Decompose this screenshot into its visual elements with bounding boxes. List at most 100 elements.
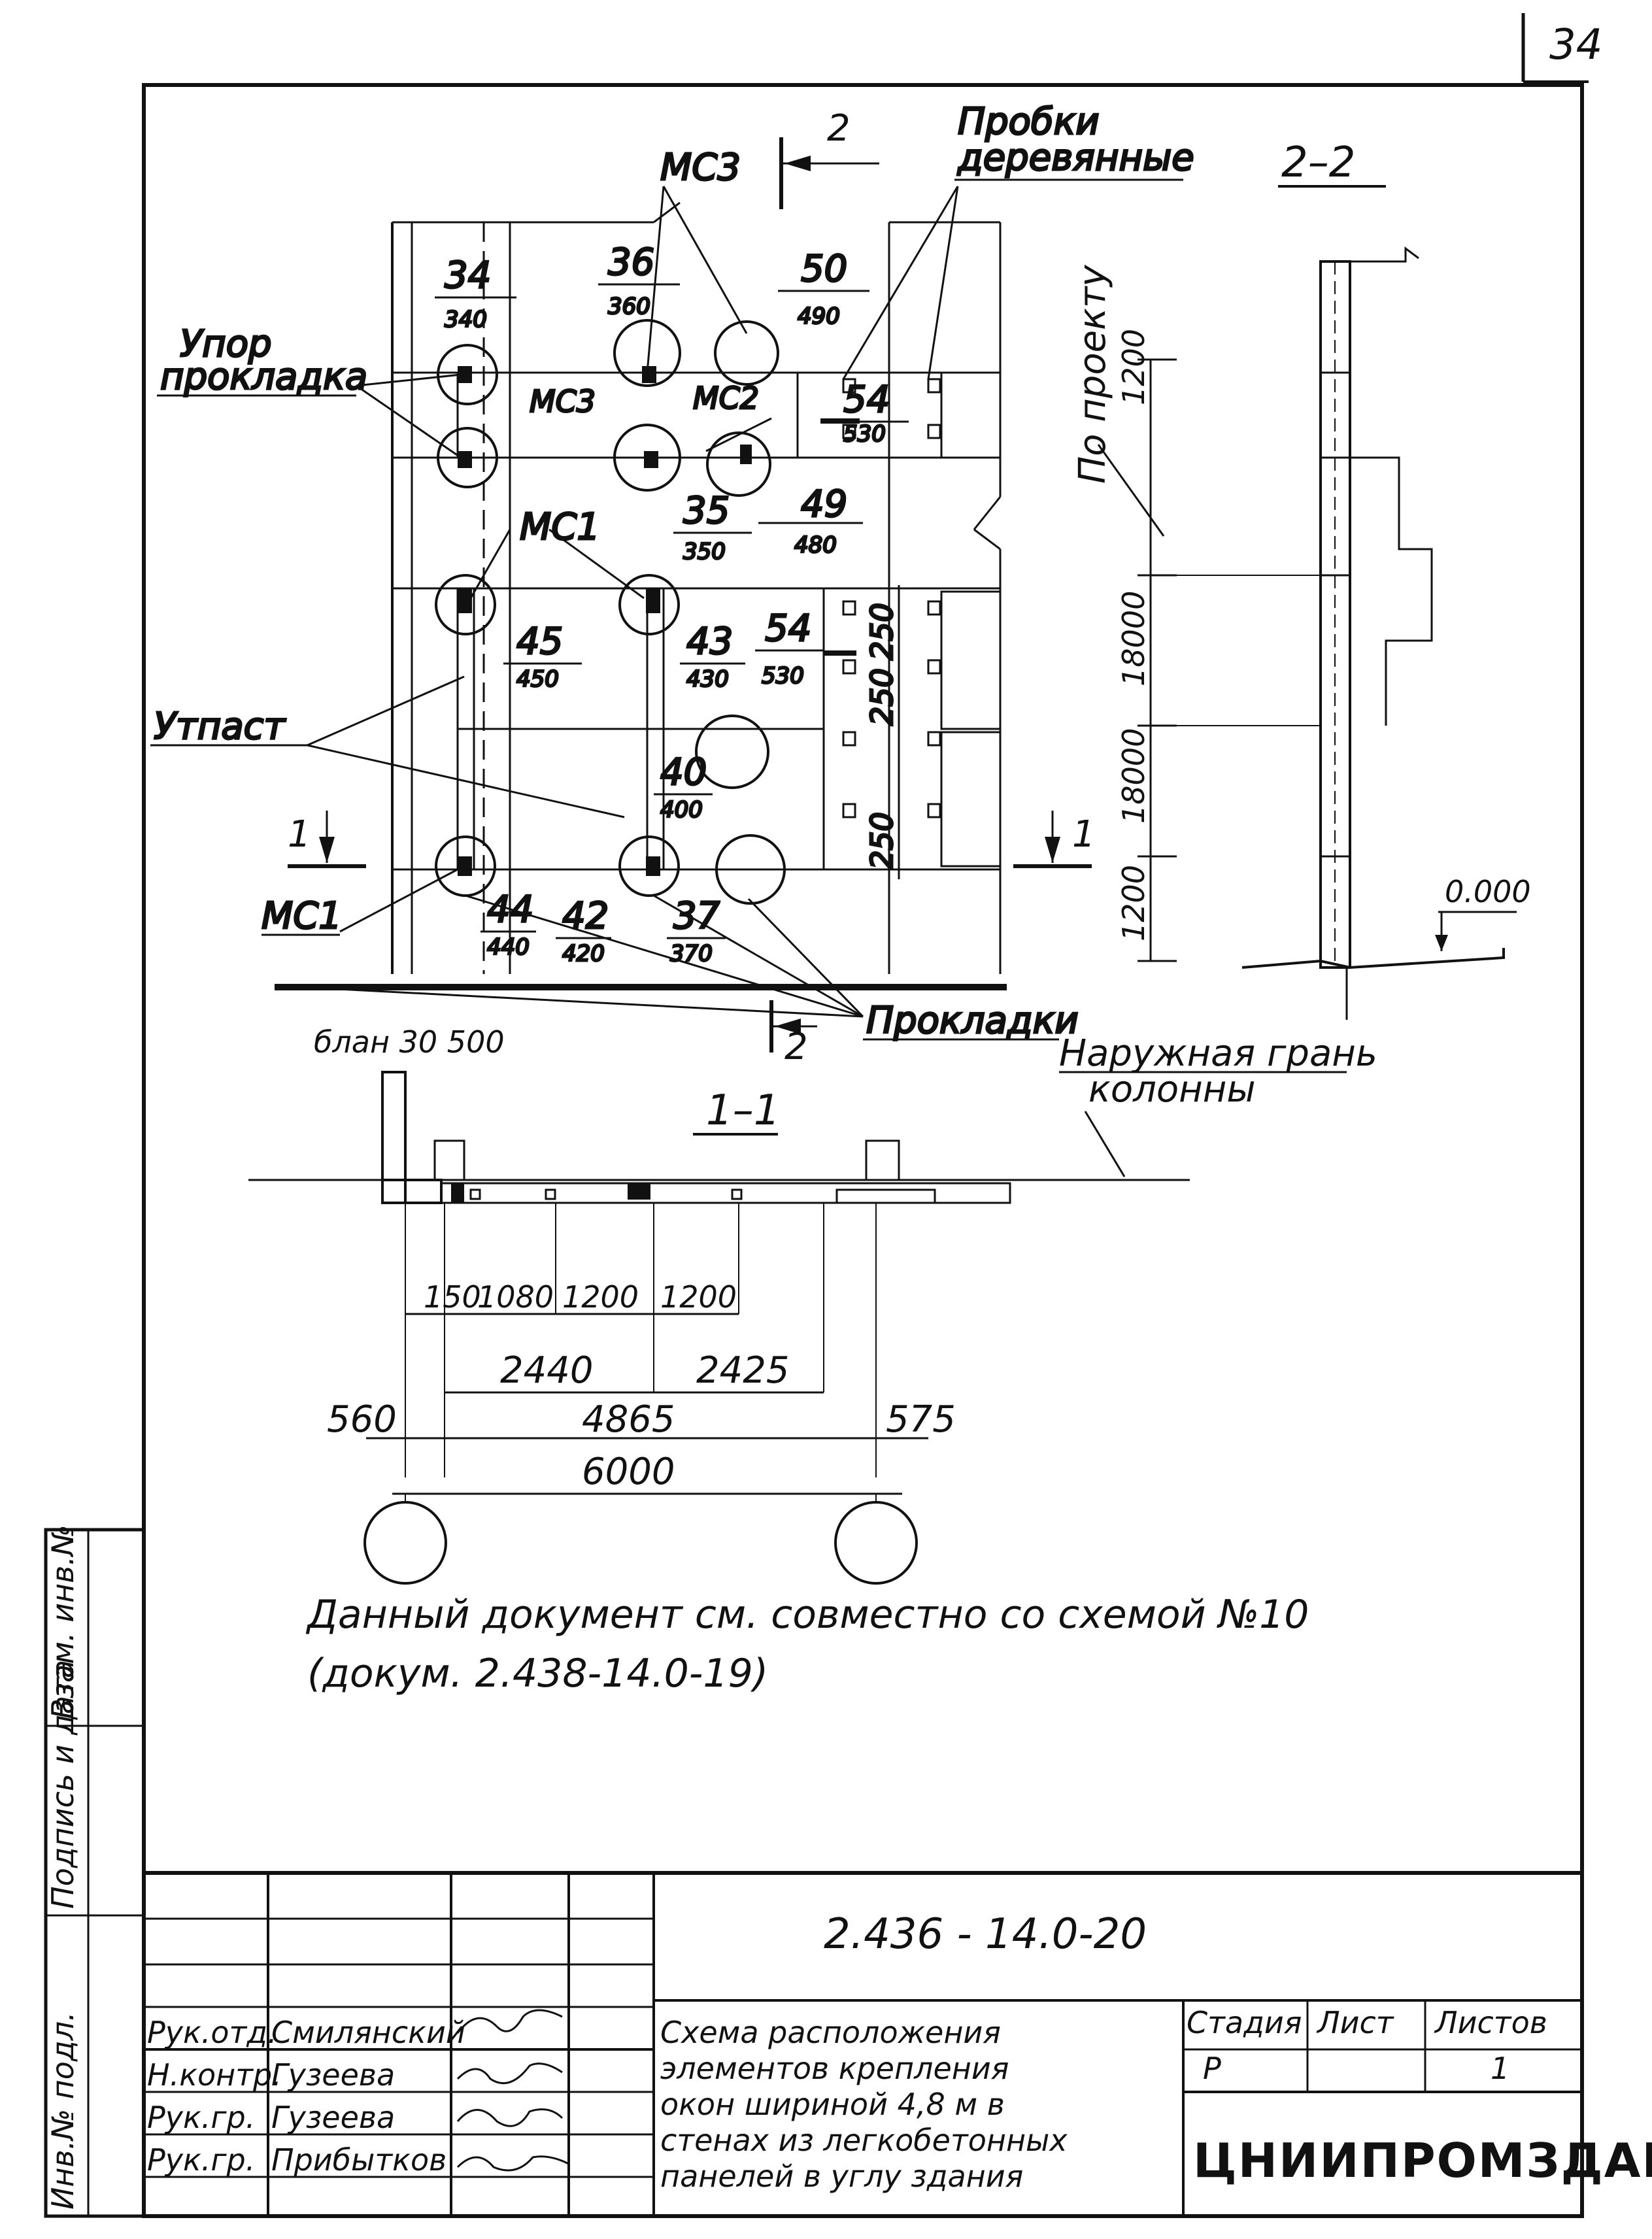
svg-text:440: 440 xyxy=(487,934,530,960)
svg-text:Схема расположения: Схема расположения xyxy=(660,2015,1001,2050)
svg-text:18000: 18000 xyxy=(1116,591,1151,686)
svg-text:360: 360 xyxy=(608,294,650,320)
svg-text:490: 490 xyxy=(798,303,840,329)
svg-text:42: 42 xyxy=(562,895,609,937)
svg-text:Рук.гр.: Рук.гр. xyxy=(147,2142,255,2178)
svg-text:окон шириной 4,8 м в: окон шириной 4,8 м в xyxy=(660,2087,1005,2122)
stamp-inv-podl: Инв.№ подл. xyxy=(45,2012,80,2210)
svg-text:элементов крепления: элементов крепления xyxy=(660,2051,1009,2086)
section-mark-top: 2 xyxy=(827,107,851,150)
section-mark-left: 1 xyxy=(288,813,311,856)
section-1-1-title: 1–1 xyxy=(706,1086,780,1135)
leader-lines xyxy=(300,186,959,1018)
doc-code: 2.436 - 14.0-20 xyxy=(824,1910,1147,1959)
svg-text:Смилянский: Смилянский xyxy=(271,2015,465,2050)
label-prokladki: Прокладки xyxy=(866,1000,1079,1042)
label-mc3-mid: МС3 xyxy=(530,384,596,419)
svg-text:340: 340 xyxy=(445,307,487,333)
callout-54-mid: 54 530 xyxy=(755,607,824,690)
svg-text:530: 530 xyxy=(843,421,886,447)
svg-text:430: 430 xyxy=(686,666,729,692)
svg-text:6000: 6000 xyxy=(582,1451,675,1493)
page-number-text: 34 xyxy=(1549,21,1602,69)
svg-text:43: 43 xyxy=(686,620,733,663)
callout-50: 50 490 xyxy=(778,247,869,331)
svg-text:4865: 4865 xyxy=(582,1398,675,1441)
svg-text:Гузеева: Гузеева xyxy=(271,2057,395,2093)
svg-text:стенах из легкобетонных: стенах из легкобетонных xyxy=(660,2123,1068,2158)
organization-name: ЦНИИПРОМЗДАНИЙ xyxy=(1193,2133,1652,2188)
svg-text:45: 45 xyxy=(516,620,563,663)
label-dim-top: блан 30 500 xyxy=(314,1024,505,1060)
section-mark-bottom: 2 xyxy=(784,1026,808,1068)
section-markers: 2 2 1 1 xyxy=(288,107,1096,1068)
svg-text:1200: 1200 xyxy=(562,1279,639,1315)
small-dims: 250 250 250 xyxy=(864,585,901,879)
svg-text:1200: 1200 xyxy=(1116,329,1151,405)
label-upor-1: Упор xyxy=(180,323,272,365)
svg-text:2440: 2440 xyxy=(500,1349,594,1392)
label-mc2: МС2 xyxy=(693,380,759,416)
note-line-2: (докум. 2.438-14.0-19) xyxy=(307,1651,768,1696)
svg-text:35: 35 xyxy=(683,490,730,532)
stamp-podpis: Подпись и дата xyxy=(45,1660,80,1909)
note-line-1: Данный документ см. совместно со схемой … xyxy=(305,1592,1309,1638)
stamp-vzam: Взам. инв.№ xyxy=(45,1524,80,1719)
svg-text:530: 530 xyxy=(762,663,804,689)
svg-text:Лист: Лист xyxy=(1316,2005,1394,2040)
svg-text:54: 54 xyxy=(843,379,890,421)
svg-text:36: 36 xyxy=(608,241,654,284)
svg-text:1: 1 xyxy=(1491,2051,1509,2086)
section-2-2-title: 2–2 xyxy=(1281,139,1355,187)
svg-text:575: 575 xyxy=(886,1398,956,1441)
svg-text:1080: 1080 xyxy=(477,1279,554,1315)
label-probki-2: деревянные xyxy=(957,137,1194,179)
section-2-2: 2–2 По проекту 1200 18000 18000 1200 xyxy=(1059,139,1531,1177)
svg-text:49: 49 xyxy=(801,483,847,526)
label-naruzh-1: Наружная грань xyxy=(1059,1032,1377,1075)
label-naruzh-2: колонны xyxy=(1088,1068,1256,1111)
svg-text:Гузеева: Гузеева xyxy=(271,2100,395,2135)
label-mc1-bottom: МС1 xyxy=(261,895,342,937)
svg-text:400: 400 xyxy=(660,797,703,823)
title-block: 2.436 - 14.0-20 Рук.отд. Н.контр. Рук.гр… xyxy=(142,1871,1652,2218)
svg-text:Рук.отд.: Рук.отд. xyxy=(147,2015,277,2050)
page-number: 34 xyxy=(1521,13,1602,83)
section-1-1: блан 30 500 1–1 xyxy=(248,1024,1190,1585)
svg-text:Стадия: Стадия xyxy=(1187,2005,1302,2040)
svg-text:1200: 1200 xyxy=(660,1279,737,1315)
svg-text:150: 150 xyxy=(424,1279,481,1315)
svg-text:450: 450 xyxy=(516,666,559,692)
svg-text:250: 250 xyxy=(864,603,900,660)
svg-text:панелей в углу здания: панелей в углу здания xyxy=(660,2159,1023,2194)
svg-text:560: 560 xyxy=(327,1398,397,1441)
svg-text:250: 250 xyxy=(864,812,900,869)
svg-text:Р: Р xyxy=(1203,2051,1221,2086)
label-upor-2: прокладка xyxy=(160,356,367,398)
svg-text:50: 50 xyxy=(801,248,847,290)
signatures xyxy=(456,2009,569,2172)
svg-text:350: 350 xyxy=(683,539,726,565)
svg-text:1200: 1200 xyxy=(1116,865,1151,941)
label-utplast: Утпаст xyxy=(154,705,286,748)
label-mc1-mid: МС1 xyxy=(520,506,600,548)
zero-level: 0.000 xyxy=(1445,874,1531,909)
svg-text:54: 54 xyxy=(765,607,811,650)
note: Данный документ см. совместно со схемой … xyxy=(305,1592,1309,1696)
svg-text:420: 420 xyxy=(562,941,605,967)
svg-text:Листов: Листов xyxy=(1434,2005,1547,2040)
elevation-labels: МС3 МС3 МС2 МС1 МС1 Пробки деревянные Уп… xyxy=(150,100,1195,1043)
svg-text:480: 480 xyxy=(794,532,837,558)
